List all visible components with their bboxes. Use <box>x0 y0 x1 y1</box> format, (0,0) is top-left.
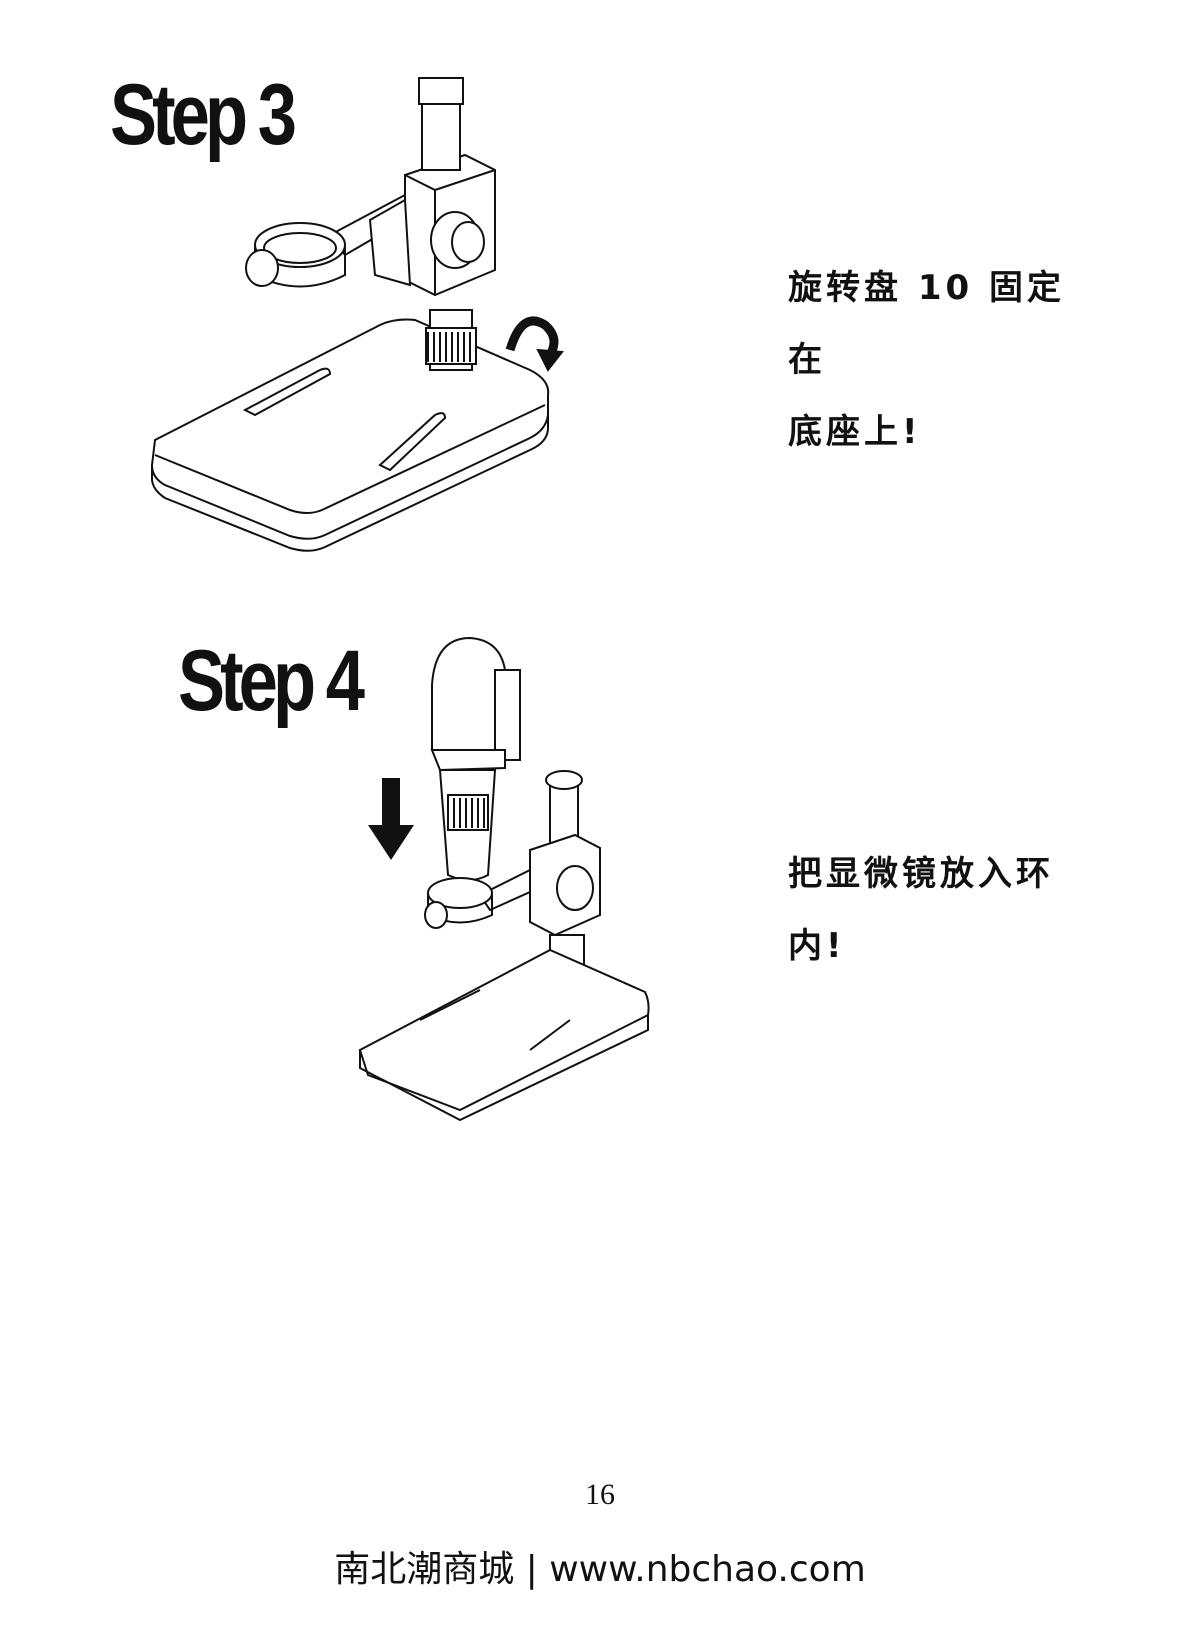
step-4-illustration <box>358 630 680 1170</box>
step-4-title: Step 4 <box>178 633 365 729</box>
footer-watermark: 南北潮商城 | www.nbchao.com <box>334 1549 866 1590</box>
step-3-instruction-line-1: 旋转盘 10 固定在 <box>788 268 1065 380</box>
microscope-insert-icon <box>358 636 650 1122</box>
step-3-instruction-line-2: 底座上! <box>788 412 922 452</box>
rotate-arrow-icon <box>505 316 559 358</box>
step-4-instruction: 把显微镜放入环 内! <box>788 838 1098 982</box>
step-3-title: Step 3 <box>110 67 297 163</box>
step-3-illustration <box>150 70 580 552</box>
down-arrow-icon <box>368 778 414 860</box>
step-4-instruction-line-1: 把显微镜放入环 <box>788 854 1054 894</box>
microscope-stand-icon <box>150 77 564 552</box>
step-3-instruction: 旋转盘 10 固定在 底座上! <box>788 252 1098 468</box>
step-4-instruction-line-2: 内! <box>788 926 846 966</box>
page-number: 16 <box>585 1478 615 1511</box>
